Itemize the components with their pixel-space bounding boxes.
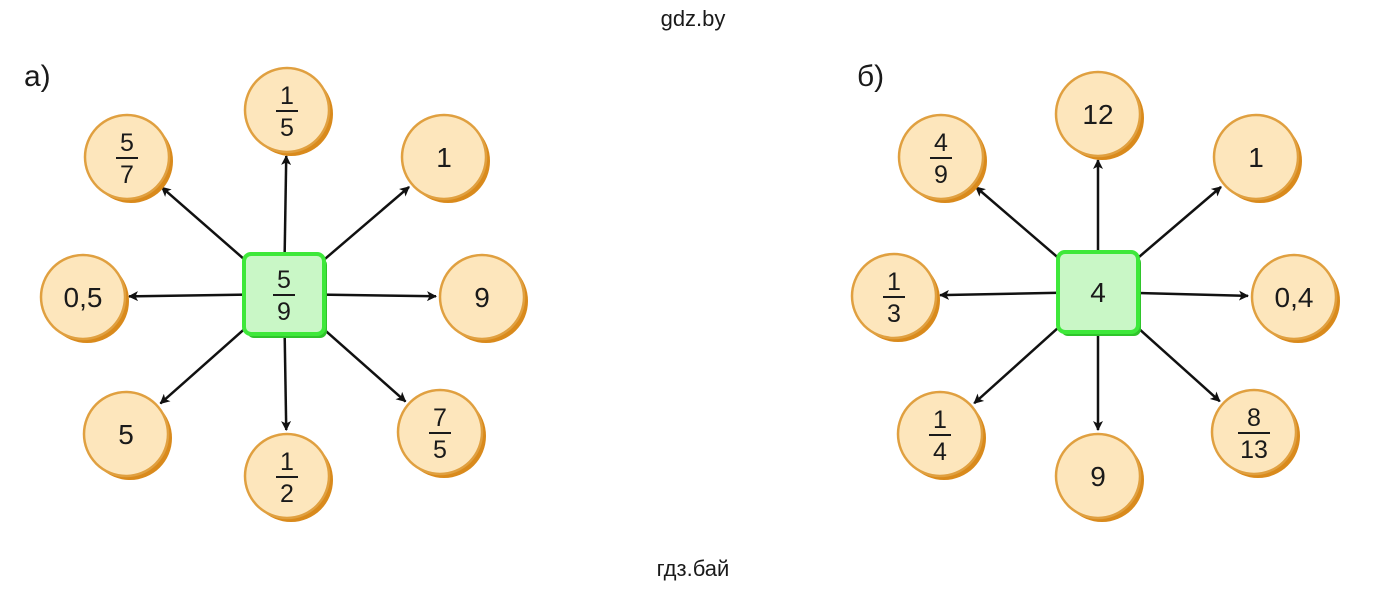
arrow-1 [281,154,292,257]
value-circle-value: 12 [1082,99,1113,130]
value-circle-disc [400,113,488,201]
center-value: 4 [1090,277,1106,308]
value-circle: 13 [850,252,940,342]
value-circle-denominator: 13 [1240,436,1268,464]
value-circle-disc [1054,432,1142,520]
arrow-6 [159,327,247,405]
value-circle: 5 [82,390,172,480]
value-circle-denominator: 4 [933,438,947,466]
value-circle: 75 [396,388,486,478]
value-circle: 813 [1210,388,1300,478]
value-circle: 12 [243,432,333,522]
value-circle: 9 [1054,432,1144,522]
value-circle-disc [1054,70,1142,158]
value-circle-value: 9 [474,282,490,313]
center-square-box [1056,250,1140,334]
center-square: 4 [1056,250,1141,336]
value-circle-denominator: 3 [887,300,901,328]
value-circle-disc [82,390,170,478]
arrow-5 [281,331,292,432]
arrow-8 [975,186,1061,260]
value-circle: 9 [438,253,528,343]
watermark-bottom: гдз.бай [656,556,730,581]
arrow-7 [127,291,247,302]
arrow-4 [321,327,407,403]
value-circle-denominator: 9 [934,161,948,189]
value-circle-numerator: 1 [280,448,294,476]
value-circle-value: 1 [436,142,452,173]
arrow-3 [321,291,438,302]
value-circle-value: 5 [118,419,134,450]
value-circle: 57 [83,113,173,203]
value-circle-numerator: 8 [1247,404,1261,432]
value-circle-disc [1250,253,1338,341]
watermark-top: gdz.by [660,6,726,31]
arrow-2 [321,185,410,263]
value-circle-numerator: 5 [120,129,134,157]
value-circle: 1 [400,113,490,203]
value-circle-denominator: 2 [280,480,294,508]
arrow-3 [1135,290,1250,301]
arrow-7 [938,289,1061,300]
panel-label: б) [857,60,884,93]
value-circle: 14 [896,390,986,480]
center-numerator: 5 [277,266,291,294]
value-circle-disc [438,253,526,341]
value-circle: 15 [243,66,333,156]
value-circle-disc [39,253,127,341]
value-circle-value: 0,5 [64,282,103,313]
value-circle: 12 [1054,70,1144,160]
value-circle-denominator: 7 [120,161,134,189]
arrow-4 [1135,325,1221,403]
value-circle-value: 1 [1248,142,1264,173]
value-circle-disc [1212,113,1300,201]
panel-label: а) [24,60,51,93]
value-circle-value: 0,4 [1275,282,1314,313]
value-circle: 0,5 [39,253,129,343]
value-circle-value: 9 [1090,461,1106,492]
arrow-2 [1135,185,1222,261]
center-denominator: 9 [277,298,291,326]
value-circle: 1 [1212,113,1302,203]
value-circle-denominator: 5 [433,436,447,464]
center-square: 59 [242,252,327,338]
value-circle-numerator: 4 [934,129,948,157]
value-circle-numerator: 1 [887,268,901,296]
value-circle-denominator: 5 [280,114,294,142]
arrow-8 [160,186,247,262]
value-circle-numerator: 1 [933,406,947,434]
value-circle: 49 [897,113,987,203]
value-circle-numerator: 7 [433,404,447,432]
value-circle-numerator: 1 [280,82,294,110]
value-circle: 0,4 [1250,253,1340,343]
arrow-6 [973,325,1061,405]
